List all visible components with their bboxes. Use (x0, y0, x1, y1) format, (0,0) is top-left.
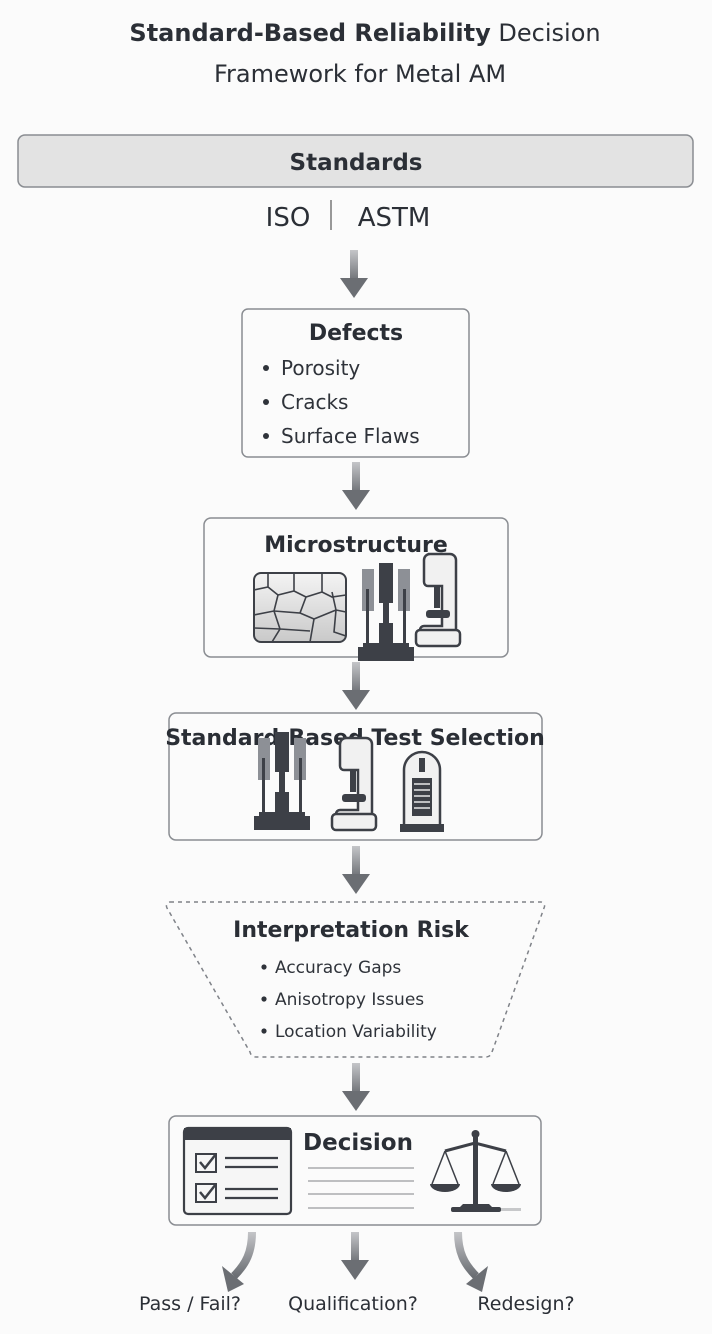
defects-title: Defects (309, 321, 403, 346)
outcome-qualification: Qualification? (288, 1293, 418, 1315)
defects-box (241, 308, 470, 458)
arrow-pass-fail-icon (222, 1231, 256, 1292)
arrow-down-icon (340, 250, 368, 298)
arrow-down-icon (342, 662, 370, 710)
risk-list: Accuracy Gaps Anisotropy Issues Location… (261, 958, 437, 1042)
interpretation-risk-title: Interpretation Risk (233, 918, 470, 943)
arrow-down-icon (342, 1063, 370, 1111)
scales-icon (430, 1130, 521, 1212)
risk-item: Anisotropy Issues (275, 990, 424, 1010)
decision-title: Decision (303, 1130, 413, 1156)
defect-item: Cracks (281, 390, 348, 414)
standards-bar (17, 134, 694, 188)
diagram-title: Standard-Based Reliability Decision (129, 19, 600, 47)
interpretation-risk-box (165, 901, 546, 1058)
arrow-qualification-icon (341, 1232, 369, 1280)
arrow-redesign-icon (454, 1231, 488, 1292)
standard-iso: ISO (266, 203, 311, 233)
outcome-redesign: Redesign? (477, 1293, 574, 1315)
microstructure-title: Microstructure (264, 533, 448, 558)
decision-lines (308, 1167, 414, 1209)
standard-astm: ASTM (358, 203, 431, 233)
arrow-down-icon (342, 462, 370, 510)
defect-item: Porosity (281, 356, 360, 380)
grain-structure-icon (253, 572, 347, 643)
risk-item: Accuracy Gaps (275, 958, 401, 978)
defects-list: Porosity Cracks Surface Flaws (263, 356, 420, 448)
defect-item: Surface Flaws (281, 424, 420, 448)
tensile-tester-icon (358, 563, 414, 661)
checklist-icon (182, 1126, 293, 1216)
arrow-down-icon (342, 846, 370, 894)
diagram-title-line2: Framework for Metal AM (214, 60, 506, 88)
standards-label: Standards (290, 150, 423, 176)
fatigue-machine-icon (400, 750, 444, 832)
risk-item: Location Variability (275, 1022, 437, 1042)
tensile-tester-icon (254, 732, 310, 830)
outcome-pass-fail: Pass / Fail? (139, 1293, 241, 1315)
